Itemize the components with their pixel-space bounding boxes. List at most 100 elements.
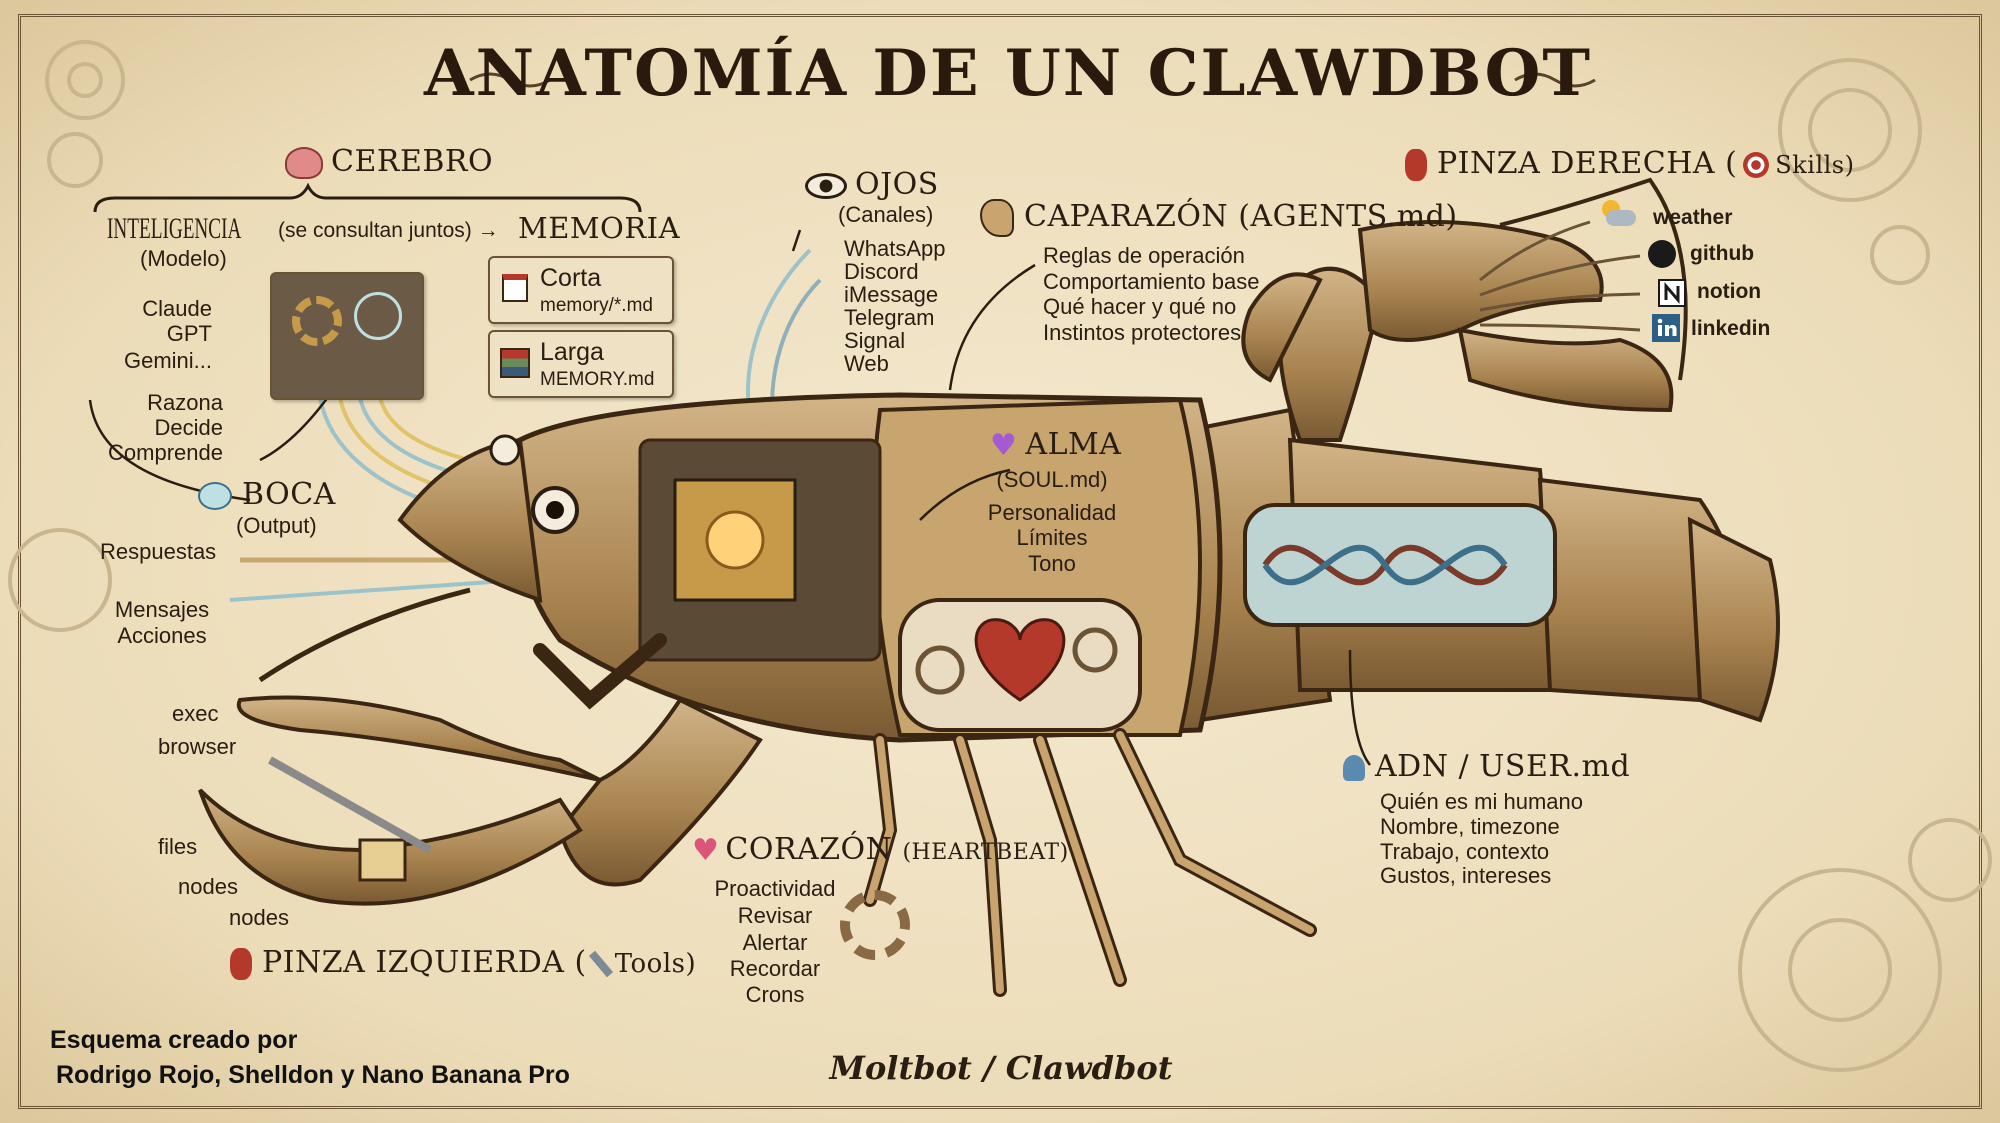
corazon-item-4: Recordar [729, 956, 821, 981]
page-frame [18, 14, 1982, 1109]
arrow-icon [1479, 220, 1641, 332]
shell-icon [980, 199, 1014, 237]
corazon-label: CORAZÓN [725, 832, 893, 867]
ojos-heading: OJOS [805, 170, 939, 200]
adn-item-4: Gustos, intereses [1380, 863, 1552, 888]
pinza-derecha-heading: PINZA DERECHA ( Skills) [1405, 149, 1855, 181]
left-arm [557, 697, 763, 887]
boca-sub: (Output) [236, 513, 317, 538]
model-gemini: Gemini... [123, 348, 212, 373]
consultan-label: (se consultan juntos) → [278, 219, 499, 242]
model-gpt: GPT [166, 321, 212, 346]
corazon-sub: (HEARTBEAT) [902, 840, 1069, 865]
channel-web: Web [844, 351, 889, 376]
output-acciones: Acciones [117, 623, 207, 648]
channel-imessage: iMessage [844, 282, 939, 307]
dna-window [1243, 503, 1557, 627]
left-claw-upper [236, 695, 601, 782]
tool-files: files [158, 834, 198, 859]
tool-nodes-1: nodes [178, 874, 238, 899]
github-icon [1648, 240, 1676, 268]
rule-1: Reglas de operación [1043, 243, 1245, 268]
memory-short-title: Corta [540, 264, 602, 292]
weather-icon [1598, 200, 1638, 230]
adn-heading: ADN / USER.md [1343, 752, 1630, 782]
tools-label: Tools) [614, 949, 697, 979]
ability-razona: Razona [147, 390, 223, 415]
brain-chip [270, 272, 424, 400]
corazon-item-3: Alertar [742, 930, 808, 955]
cerebro-label: CEREBRO [331, 144, 494, 179]
inteligencia-label: INTELIGENCIA [107, 212, 242, 245]
cerebro-heading: CEREBRO [285, 147, 493, 179]
alma-item-3: Tono [1028, 551, 1076, 576]
alma-sub: (SOUL.md) [996, 467, 1108, 492]
adn-item-2: Nombre, timezone [1380, 814, 1560, 839]
boca-label: BOCA [242, 477, 336, 512]
user-icon [1343, 755, 1365, 781]
corazon-item-5: Crons [745, 982, 805, 1007]
skill-linkedin: linkedin [1691, 317, 1771, 340]
channel-whatsapp: WhatsApp [844, 236, 946, 261]
wrench-icon [588, 950, 613, 978]
skill-weather: weather [1653, 206, 1733, 229]
eye-icon [805, 173, 847, 199]
heart-icon: ♥ [692, 833, 720, 868]
adn-item-3: Trabajo, contexto [1380, 839, 1550, 864]
credit-line-1: Esquema creado por [50, 1026, 298, 1054]
ojos-sub: (Canales) [838, 202, 934, 227]
credit-line-2: Rodrigo Rojo, Shelldon y Nano Banana Pro [56, 1061, 570, 1089]
alma-item-2: Límites [1016, 525, 1088, 550]
adn-item-1: Quién es mi humano [1380, 789, 1583, 814]
adn-label: ADN / USER.md [1375, 749, 1631, 784]
page-title: ANATOMÍA DE UN CLAWDBOT [424, 36, 1592, 111]
caparazon-label: CAPARAZÓN (AGENTS.md) [1024, 199, 1458, 234]
memory-long-title: Larga [540, 338, 604, 366]
modelo-label: (Modelo) [140, 246, 227, 271]
channel-signal: Signal [844, 328, 906, 353]
skill-notion: notion [1697, 280, 1762, 303]
lobster-icon [1405, 149, 1427, 181]
linkedin-icon [1652, 314, 1680, 342]
right-claw-lower [1457, 327, 1674, 413]
ornament-icon [469, 72, 551, 88]
caparazon-heading: CAPARAZÓN (AGENTS.md) [980, 199, 1458, 237]
tool-browser: browser [158, 734, 237, 759]
gear-icon [840, 890, 910, 960]
brace-icon [93, 182, 642, 213]
memory-short-file: memory/*.md [540, 295, 653, 316]
memoria-label: MEMORIA [518, 211, 681, 245]
boca-heading: BOCA [198, 480, 336, 510]
ornament-icon [1514, 72, 1596, 88]
skill-github: github [1690, 242, 1755, 265]
lobster-icon [230, 948, 252, 980]
corazon-heading: ♥CORAZÓN (HEARTBEAT) [692, 835, 1069, 866]
skills-label: Skills) [1775, 151, 1855, 179]
books-icon [500, 348, 530, 378]
signature: Moltbot / Clawdbot [829, 1049, 1173, 1087]
pinza-izquierda-label: PINZA IZQUIERDA ( [262, 945, 587, 980]
memory-short-card: Corta memory/*.md [488, 256, 674, 324]
rule-3: Qué hacer y qué no [1043, 294, 1237, 319]
speech-bubble-icon [198, 482, 232, 510]
ability-comprende: Comprende [108, 440, 223, 465]
calendar-icon [502, 274, 528, 302]
ability-decide: Decide [154, 415, 223, 440]
corazon-item-2: Revisar [737, 903, 813, 928]
pinza-derecha-label: PINZA DERECHA ( [1437, 146, 1738, 181]
heart-icon: ♥ [990, 428, 1018, 463]
corazon-item-1: Proactividad [714, 876, 836, 901]
notion-icon [1658, 279, 1686, 307]
heart-icon [974, 618, 1066, 702]
pinza-izquierda-heading: PINZA IZQUIERDA ( Tools) [230, 948, 696, 980]
channel-telegram: Telegram [844, 305, 935, 330]
rule-2: Comportamiento base [1043, 269, 1260, 294]
target-icon [1743, 152, 1770, 178]
tool-exec: exec [172, 701, 219, 726]
gear-icon [292, 296, 342, 346]
head [397, 437, 543, 603]
circuit-icon [354, 292, 402, 340]
alma-item-1: Personalidad [987, 500, 1117, 525]
tool-nodes-2: nodes [229, 905, 289, 930]
